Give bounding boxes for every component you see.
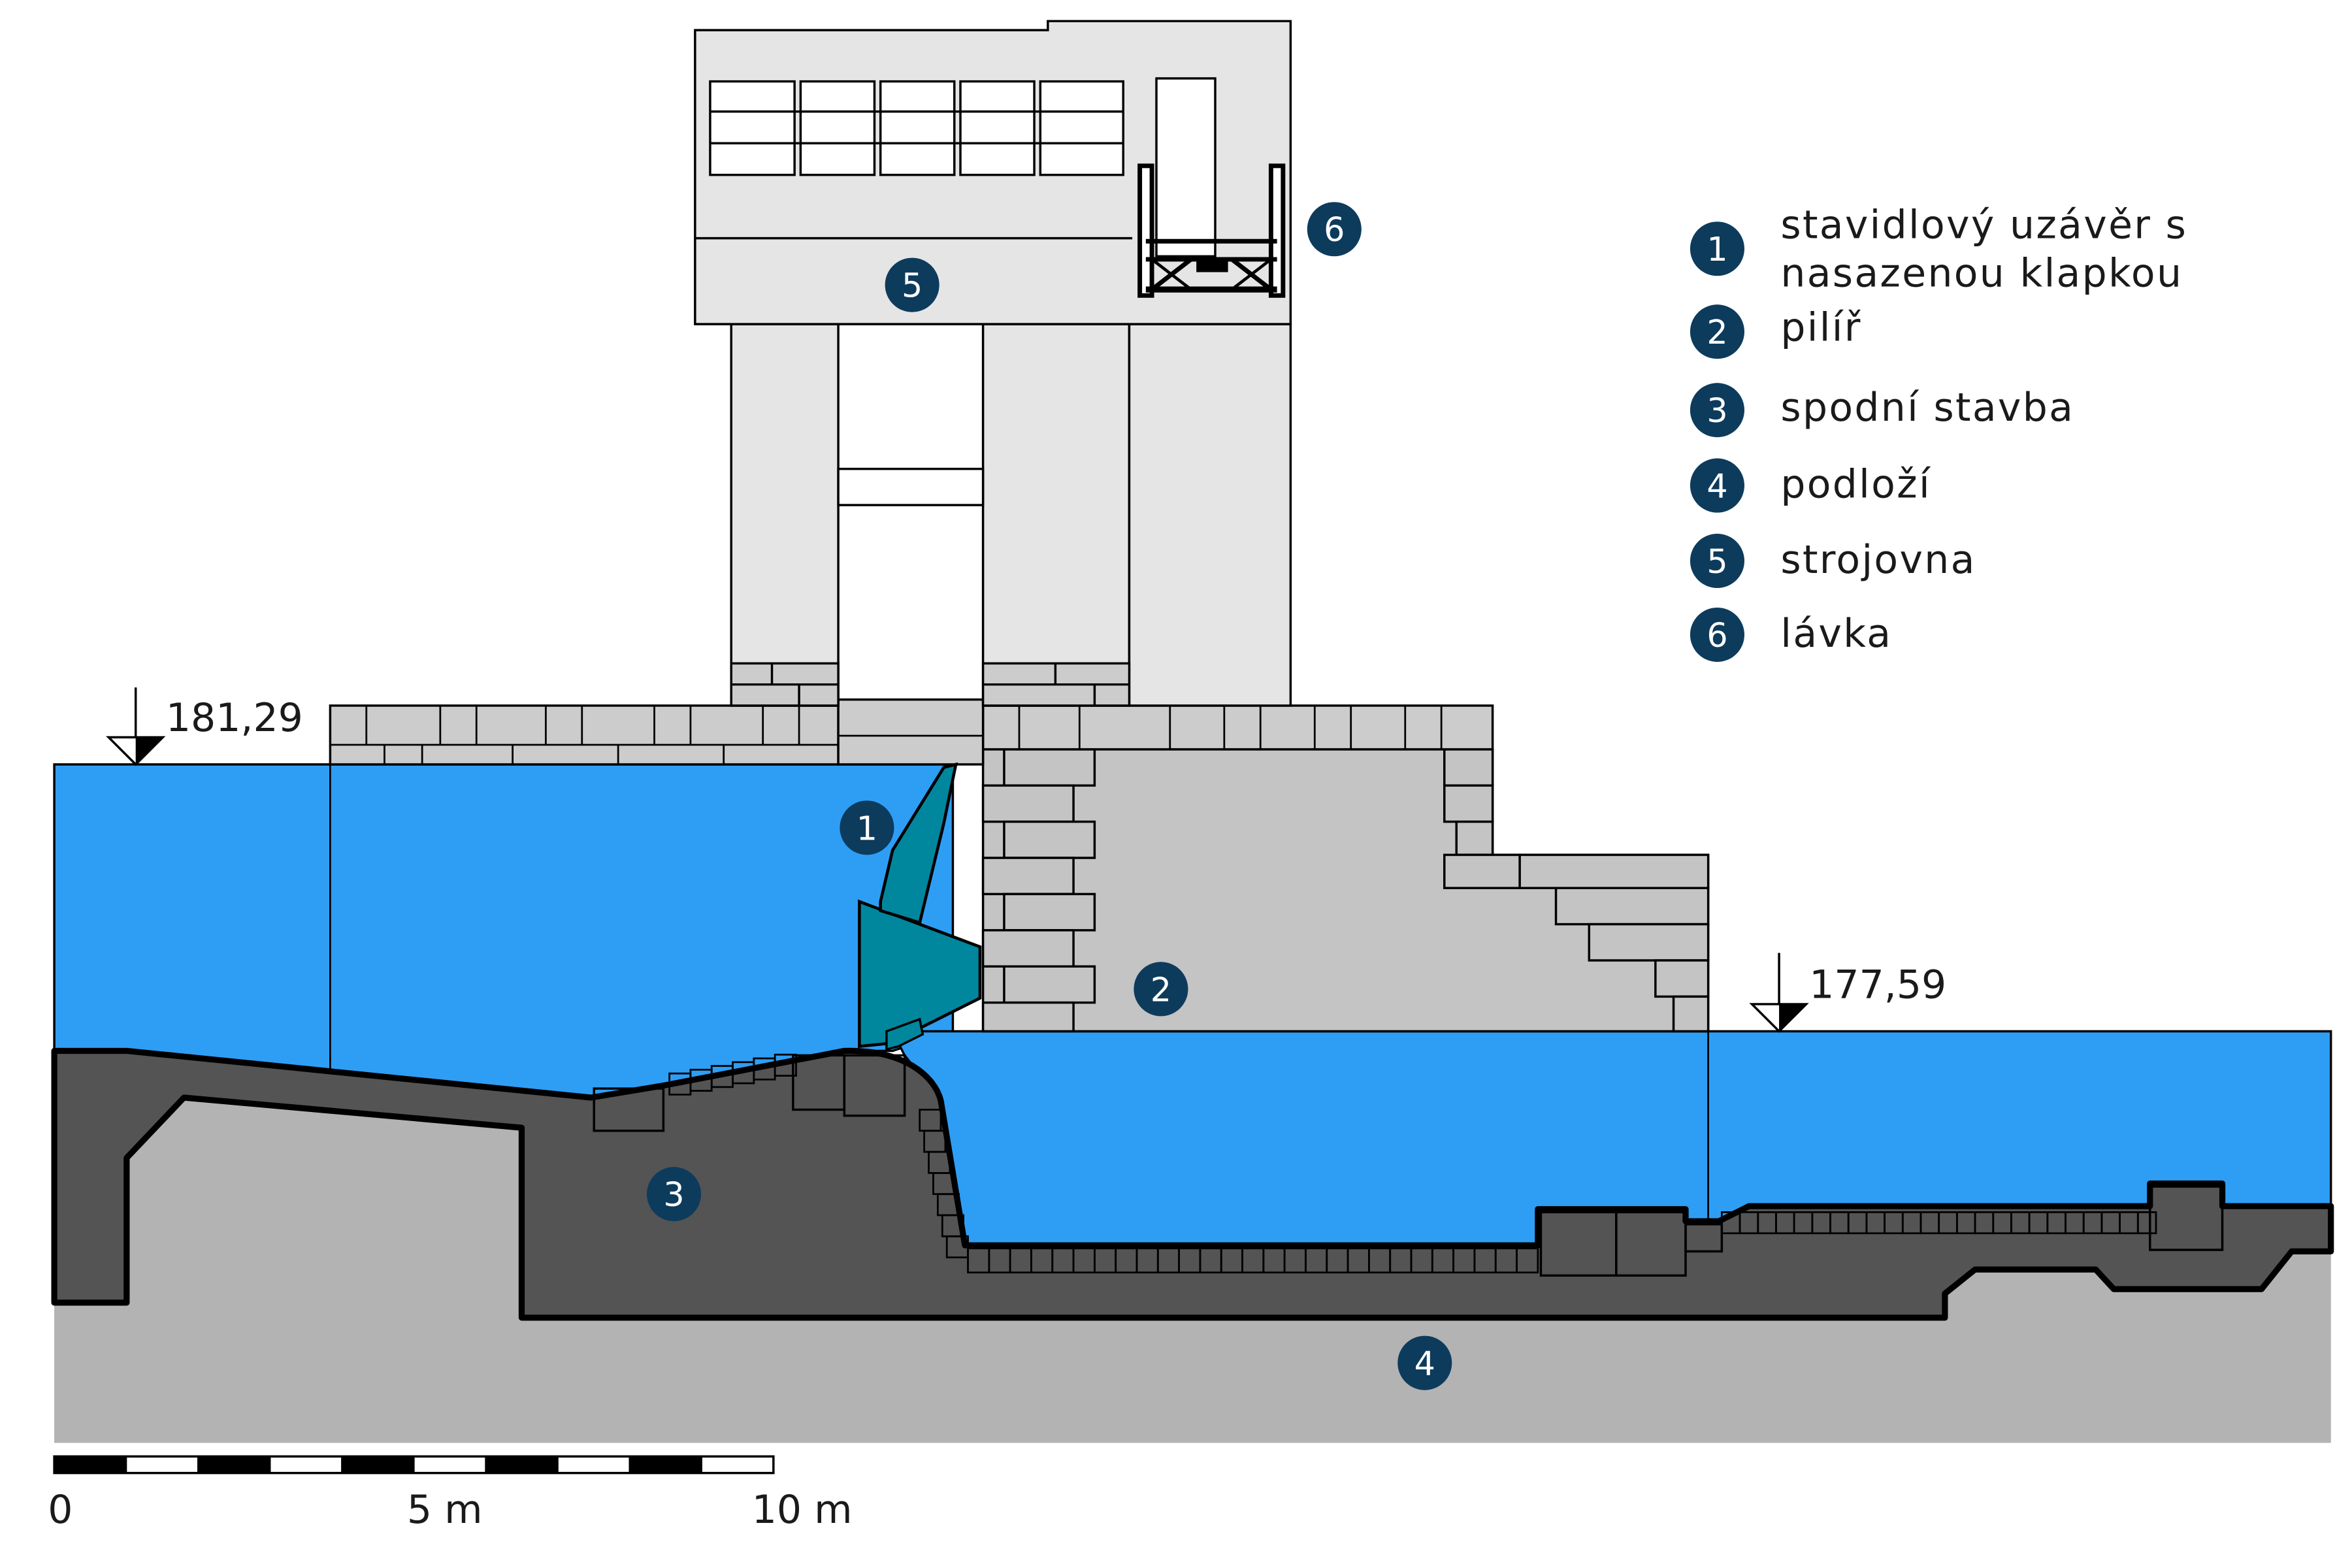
scale-label-5m: 5 m: [407, 1487, 483, 1533]
crossbeam: [837, 467, 985, 506]
footbridge: [1137, 163, 1286, 298]
pier-block: [1518, 853, 1710, 889]
column-middle: [981, 323, 1131, 707]
scale-segment: [557, 1456, 630, 1474]
scale-segment: [125, 1456, 199, 1474]
substructure: [51, 1047, 2334, 1321]
svg-text:3: 3: [663, 1175, 684, 1214]
pier-block: [1554, 887, 1710, 926]
callout-2: 2: [1134, 962, 1188, 1017]
column-right: [1128, 323, 1292, 707]
pier-masonry: [981, 748, 1710, 1033]
svg-text:3: 3: [1707, 391, 1727, 430]
callout-4: 4: [1397, 1335, 1452, 1390]
scale-segment: [413, 1456, 487, 1474]
svg-text:6: 6: [1324, 210, 1345, 249]
pier-block: [981, 1001, 1075, 1033]
legend-label-6: lávka: [1780, 611, 1892, 657]
legend-item-3: 3 spodní stavba: [1690, 383, 2074, 438]
scale-segment: [341, 1456, 415, 1474]
engine-house-windows: [709, 80, 1124, 176]
legend-label-4: podloží: [1780, 462, 1931, 508]
pier-block: [981, 929, 1075, 968]
apron-blocks: [593, 1054, 2224, 1277]
svg-text:5: 5: [902, 267, 923, 305]
level-marker-downstream: 177,59: [1749, 953, 1946, 1033]
legend-item-4: 4 podloží: [1690, 458, 1931, 513]
svg-text:4: 4: [1414, 1345, 1435, 1383]
scale-segment: [485, 1456, 559, 1474]
pier-block: [1455, 820, 1494, 857]
gate-flap: [879, 762, 958, 925]
legend-label-3: spodní stavba: [1780, 385, 2074, 431]
gate-slot-masonry: [837, 698, 985, 766]
svg-text:2: 2: [1151, 970, 1171, 1009]
pier-block: [1003, 892, 1096, 932]
scale-segment: [269, 1456, 343, 1474]
apron-tile-row: [668, 1053, 2157, 1274]
callout-6: 6: [1307, 202, 1362, 257]
pier-block: [1443, 784, 1494, 823]
pier-block: [1443, 853, 1521, 889]
scale-label-10m: 10 m: [752, 1487, 853, 1533]
pier-block: [981, 784, 1075, 823]
pier-block: [1654, 959, 1710, 998]
apron-tile: [2136, 1211, 2157, 1235]
column-left: [730, 323, 840, 707]
upstream-water: [53, 763, 955, 1099]
pier-block: [981, 857, 1075, 896]
legend-label-1-line1: stavidlový uzávěr s: [1780, 203, 2187, 248]
pier-block: [1003, 965, 1096, 1004]
apron-tile: [945, 1235, 969, 1258]
sluice-gate: [858, 899, 982, 1049]
svg-text:1: 1: [857, 809, 877, 847]
level-label-upstream: 181,29: [166, 695, 303, 741]
pier-block: [1003, 820, 1096, 859]
crest-masonry-right: [981, 704, 1494, 751]
svg-text:5: 5: [1707, 542, 1727, 581]
svg-text:1: 1: [1707, 230, 1727, 269]
scale-segment: [629, 1456, 702, 1474]
crest-masonry-joints: [330, 706, 1443, 764]
scale-segment: [197, 1456, 271, 1474]
pier-block: [1443, 748, 1494, 787]
engine-house-door: [1155, 77, 1217, 258]
scale-segment: [700, 1456, 774, 1474]
legend-label-2: pilíř: [1780, 305, 1861, 351]
legend: 1 stavidlový uzávěr s nasazenou klapkou …: [1690, 203, 2187, 662]
svg-text:6: 6: [1707, 616, 1727, 655]
callout-1: 1: [840, 800, 894, 855]
level-label-downstream: 177,59: [1809, 962, 1946, 1008]
legend-label-5: strojovna: [1780, 537, 1976, 583]
legend-item-6: 6 lávka: [1690, 608, 1892, 662]
scale-segment: [53, 1456, 127, 1474]
pier-block: [1003, 748, 1096, 787]
callout-5: 5: [885, 257, 939, 312]
column-base-masonry: [730, 662, 1131, 707]
apron-tile: [1516, 1247, 1539, 1274]
level-marker-upstream: 181,29: [105, 687, 303, 766]
scale-bar-segments: [53, 1456, 774, 1474]
legend-item-5: 5 strojovna: [1690, 533, 1976, 588]
legend-item-2: 2 pilíř: [1690, 304, 1861, 359]
gate-bottom: [885, 1017, 924, 1051]
legend-label-1-line2: nasazenou klapkou: [1780, 250, 2183, 296]
scale-label-0: 0: [48, 1487, 73, 1533]
scale-bar: 0 5 m 10 m: [48, 1455, 853, 1533]
callout-3: 3: [647, 1167, 702, 1222]
pier-block: [1588, 923, 1710, 962]
svg-text:2: 2: [1707, 313, 1727, 351]
apron-tile: [774, 1053, 797, 1077]
subsoil-upper: [54, 1098, 2331, 1443]
svg-text:4: 4: [1707, 467, 1727, 506]
crest-masonry-left: [329, 704, 840, 766]
pier-block: [1672, 995, 1710, 1033]
legend-item-1: 1 stavidlový uzávěr s nasazenou klapkou: [1690, 203, 2187, 296]
